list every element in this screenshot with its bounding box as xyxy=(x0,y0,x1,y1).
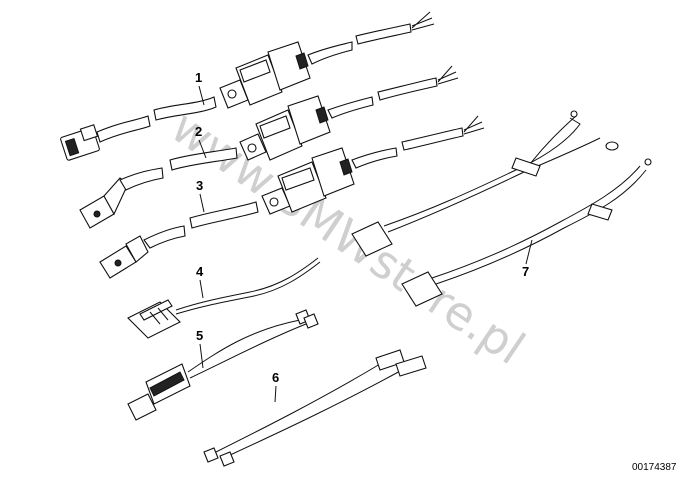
callout-3: 3 xyxy=(196,178,203,193)
part-1-sleeve xyxy=(355,23,412,45)
part-3-inline-connector xyxy=(261,147,355,215)
part-3-sleeve xyxy=(351,147,398,169)
part-1-sleeve xyxy=(153,96,217,121)
part-4-connector xyxy=(127,299,181,339)
part-6-wire-leads[interactable]: 6 xyxy=(203,349,427,467)
part-2-sleeve xyxy=(119,167,164,191)
document-number: 00174387 xyxy=(632,462,677,473)
part-1-sleeve xyxy=(96,115,151,143)
part-5-connector-lead[interactable]: 5 xyxy=(127,309,319,421)
part-1-sleeve xyxy=(307,41,353,65)
callout-6: 6 xyxy=(272,370,279,385)
part-2-sleeve xyxy=(327,96,374,119)
callout-2: 2 xyxy=(195,124,202,139)
part-2-sleeve xyxy=(377,77,438,101)
part-2-inline-connector xyxy=(239,95,331,161)
part-3-wiring-harness[interactable]: 3 xyxy=(99,115,485,279)
part-3-sleeve xyxy=(401,127,464,151)
part-4-connector-lead[interactable]: 4 xyxy=(127,257,321,339)
part-7-connector xyxy=(351,221,443,307)
part-7-wiring-harness[interactable]: 7 xyxy=(351,110,652,307)
callout-4: 4 xyxy=(196,264,204,279)
part-2-sleeve xyxy=(169,147,238,171)
part-1-plug xyxy=(60,124,100,161)
callout-1: 1 xyxy=(195,70,202,85)
part-2-wiring-harness[interactable]: 2 xyxy=(79,65,459,229)
watermark-text: www.BMWstore.pl xyxy=(162,99,535,375)
part-3-sleeve xyxy=(189,201,259,229)
callout-7: 7 xyxy=(522,264,529,279)
part-1-wiring-harness[interactable]: 1 xyxy=(60,11,435,161)
part-1-inline-connector xyxy=(219,41,311,109)
part-2-plug xyxy=(79,177,129,229)
part-5-connector xyxy=(127,363,191,421)
part-3-plug xyxy=(99,235,149,279)
callout-5: 5 xyxy=(196,328,203,343)
part-3-sleeve xyxy=(143,225,186,249)
